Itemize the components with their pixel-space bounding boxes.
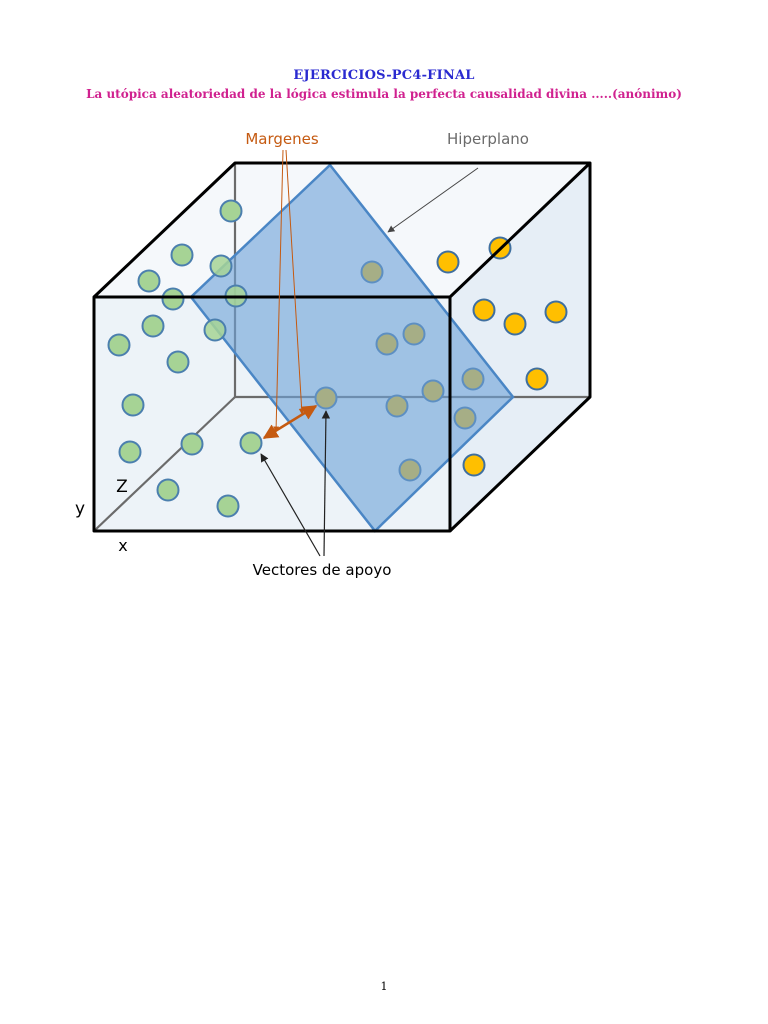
class-a-point — [209, 254, 233, 278]
box-front-edges — [92, 161, 592, 533]
class-a-points-back — [107, 199, 263, 518]
class-b-point — [472, 298, 496, 322]
class-a-point — [216, 494, 240, 518]
class-a-point — [156, 478, 180, 502]
class-b-point — [525, 367, 549, 391]
document-subtitle: La utópica aleatoriedad de la lógica est… — [86, 87, 682, 101]
class-a-point — [166, 350, 190, 374]
axis-x-label: x — [118, 536, 127, 555]
class-a-point — [170, 243, 194, 267]
support-vector-pointers — [260, 410, 331, 557]
hyperplane-pointer — [387, 167, 479, 233]
axis-z-label: Z — [116, 477, 128, 497]
document-title: EJERCICIOS-PC4-FINAL — [293, 68, 475, 83]
class-a-point — [161, 287, 185, 311]
box-right-face — [450, 163, 590, 531]
class-a-point — [121, 393, 145, 417]
class-a-point — [118, 440, 142, 464]
support-vectors-label: Vectores de apoyo — [253, 561, 392, 579]
class-a-point — [137, 269, 161, 293]
class-a-point — [107, 333, 131, 357]
class-a-point — [219, 199, 243, 223]
axis-y-label: y — [75, 499, 85, 519]
margins-pointers — [273, 149, 305, 433]
margins-label: Margenes — [245, 130, 319, 148]
class-a-point — [203, 318, 227, 342]
hyperplane-label: Hiperplano — [447, 130, 529, 148]
margin-arrow — [262, 404, 318, 440]
class-a-point — [180, 432, 204, 456]
class-b-point — [462, 453, 486, 477]
class-b-point — [544, 300, 568, 324]
class-b-point — [436, 250, 460, 274]
class-a-point — [141, 314, 165, 338]
page-number: 1 — [380, 980, 388, 993]
class-b-point — [503, 312, 527, 336]
support-vector-class-a — [239, 431, 263, 455]
